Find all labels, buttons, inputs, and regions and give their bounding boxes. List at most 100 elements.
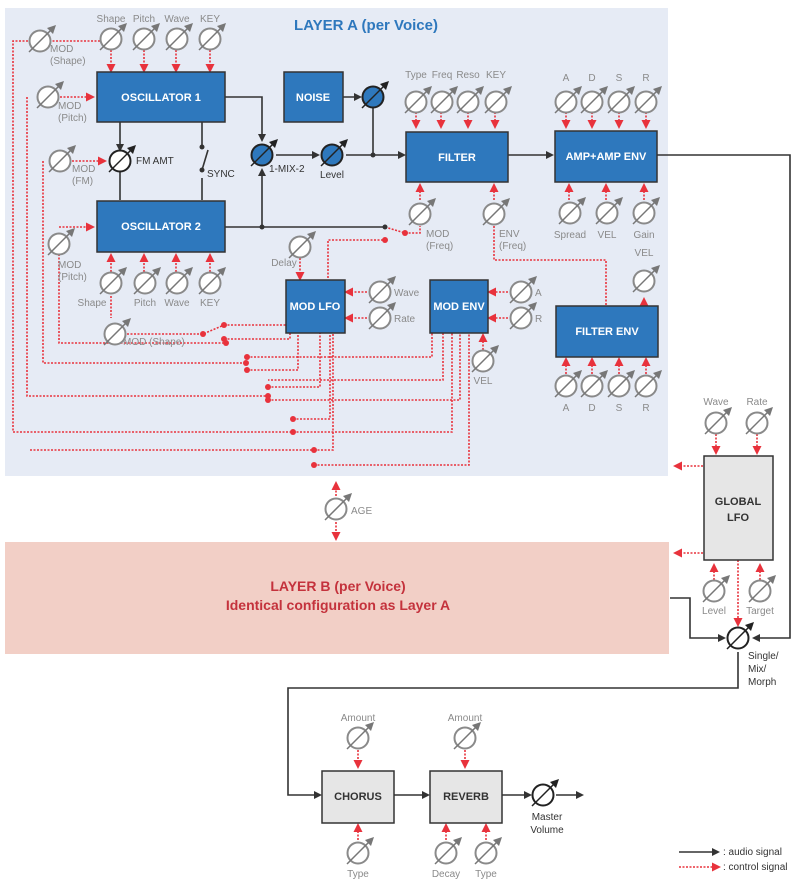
global-lfo-block[interactable]: GLOBAL LFO xyxy=(703,455,774,561)
amp-env-block[interactable]: AMP+AMP ENV xyxy=(554,130,658,183)
master-volume-knob[interactable] xyxy=(531,779,559,807)
mod-lfo-delay-label: Delay xyxy=(271,258,297,269)
filter-env-freq-l2: (Freq) xyxy=(499,241,526,252)
fm-mod-knob[interactable] xyxy=(48,145,76,173)
mod-lfo-rate-knob[interactable] xyxy=(368,302,396,330)
filter-param-reso: Reso xyxy=(456,70,480,81)
mod-env-block[interactable]: MOD ENV xyxy=(429,279,489,334)
chorus-type-knob[interactable] xyxy=(346,837,374,865)
oscillator-1-block[interactable]: OSCILLATOR 1 xyxy=(96,71,226,123)
global-lfo-level-knob[interactable] xyxy=(702,575,730,603)
mod-lfo-block[interactable]: MOD LFO xyxy=(285,279,346,334)
filter-env-r-knob[interactable] xyxy=(634,370,662,398)
amp-a-knob[interactable] xyxy=(554,86,582,114)
filter-mod-freq-l2: (Freq) xyxy=(426,241,453,252)
osc1-mod-shape-knob[interactable] xyxy=(28,25,56,53)
osc1-param-pitch: Pitch xyxy=(133,14,155,25)
filter-env-param-d: D xyxy=(588,403,595,414)
filter-env-param-r: R xyxy=(642,403,649,414)
global-lfo-target-knob[interactable] xyxy=(748,575,776,603)
amp-param-a: A xyxy=(563,73,570,84)
global-lfo-wave-knob[interactable] xyxy=(704,407,732,435)
osc1-mod-shape-l1: MOD xyxy=(50,44,73,55)
mod-env-a-knob[interactable] xyxy=(509,276,537,304)
mod-env-vel-knob[interactable] xyxy=(471,345,499,373)
oscillator-2-block[interactable]: OSCILLATOR 2 xyxy=(96,200,226,253)
filter-env-d-knob[interactable] xyxy=(580,370,608,398)
filter-env-s-knob[interactable] xyxy=(607,370,635,398)
filter-freq-knob[interactable] xyxy=(430,86,458,114)
mod-lfo-wave-knob[interactable] xyxy=(368,276,396,304)
mix-knob[interactable] xyxy=(250,139,278,167)
mod-env-r-knob[interactable] xyxy=(509,302,537,330)
amp-vel-knob[interactable] xyxy=(595,197,623,225)
filter-param-type: Type xyxy=(405,70,427,81)
global-lfo-rate-label: Rate xyxy=(746,397,768,408)
chorus-block[interactable]: CHORUS xyxy=(321,770,395,824)
filter-env-a-knob[interactable] xyxy=(554,370,582,398)
amp-d-knob[interactable] xyxy=(580,86,608,114)
amp-r-knob[interactable] xyxy=(634,86,662,114)
age-knob[interactable] xyxy=(324,493,352,521)
audio-junctions xyxy=(199,144,388,230)
svg-text:FILTER ENV: FILTER ENV xyxy=(575,326,639,338)
chorus-type-label: Type xyxy=(347,869,369,880)
filter-env-param-a: A xyxy=(563,403,570,414)
switch-dots xyxy=(200,230,408,468)
global-lfo-wave-label: Wave xyxy=(703,397,729,408)
svg-text:FILTER: FILTER xyxy=(438,152,476,164)
filter-key-knob[interactable] xyxy=(484,86,512,114)
osc1-mod-pitch-l2: (Pitch) xyxy=(58,113,87,124)
morph-label-l1: Single/ xyxy=(748,651,779,662)
noise-level-knob[interactable] xyxy=(361,81,389,109)
osc2-shape-knob[interactable] xyxy=(99,267,127,295)
osc1-mod-pitch-knob[interactable] xyxy=(36,81,64,109)
osc1-param-wave: Wave xyxy=(164,14,190,25)
amp-gain-knob[interactable] xyxy=(632,197,660,225)
reverb-decay-label: Decay xyxy=(432,869,460,880)
noise-block[interactable]: NOISE xyxy=(283,71,344,123)
reverb-amount-label: Amount xyxy=(448,713,483,724)
reverb-decay-knob[interactable] xyxy=(434,837,462,865)
osc2-mod-pitch-knob[interactable] xyxy=(47,228,75,256)
mod-env-vel-label: VEL xyxy=(474,376,493,387)
svg-text:OSCILLATOR 2: OSCILLATOR 2 xyxy=(121,221,201,233)
svg-text:GLOBAL: GLOBAL xyxy=(715,496,762,508)
mod-lfo-rate-label: Rate xyxy=(394,314,416,325)
reverb-amount-knob[interactable] xyxy=(453,722,481,750)
fm-amt-knob[interactable] xyxy=(108,145,136,173)
legend: : audio signal : control signal xyxy=(679,847,787,873)
level-knob[interactable] xyxy=(320,139,348,167)
osc1-pitch-knob[interactable] xyxy=(132,23,160,51)
filter-env-vel-label: VEL xyxy=(635,248,654,259)
mod-lfo-delay-knob[interactable] xyxy=(288,231,316,259)
osc2-key-knob[interactable] xyxy=(198,267,226,295)
reverb-block[interactable]: REVERB xyxy=(429,770,503,824)
amp-spread-knob[interactable] xyxy=(558,197,586,225)
filter-mod-freq-knob[interactable] xyxy=(408,198,436,226)
osc1-wave-knob[interactable] xyxy=(165,23,193,51)
filter-type-knob[interactable] xyxy=(404,86,432,114)
osc1-shape-knob[interactable] xyxy=(99,23,127,51)
filter-env-freq-l1: ENV xyxy=(499,229,520,240)
filter-env-param-s: S xyxy=(616,403,623,414)
filter-env-freq-knob[interactable] xyxy=(482,198,510,226)
osc2-mod-shape-knob[interactable] xyxy=(103,318,131,346)
layer-a-title: LAYER A (per Voice) xyxy=(294,17,438,34)
global-lfo-rate-knob[interactable] xyxy=(745,407,773,435)
osc2-param-wave: Wave xyxy=(164,298,190,309)
amp-s-knob[interactable] xyxy=(607,86,635,114)
filter-env-vel-knob[interactable] xyxy=(632,265,660,293)
osc1-key-knob[interactable] xyxy=(198,23,226,51)
chorus-amount-knob[interactable] xyxy=(346,722,374,750)
filter-block[interactable]: FILTER xyxy=(405,131,509,183)
filter-reso-knob[interactable] xyxy=(456,86,484,114)
morph-knob[interactable] xyxy=(726,622,754,650)
filter-env-block[interactable]: FILTER ENV xyxy=(555,305,659,358)
layer-b-subtitle: Identical configuration as Layer A xyxy=(226,597,450,613)
osc2-pitch-knob[interactable] xyxy=(133,267,161,295)
osc2-wave-knob[interactable] xyxy=(165,267,193,295)
reverb-type-knob[interactable] xyxy=(474,837,502,865)
svg-text:AMP+AMP ENV: AMP+AMP ENV xyxy=(566,151,647,163)
